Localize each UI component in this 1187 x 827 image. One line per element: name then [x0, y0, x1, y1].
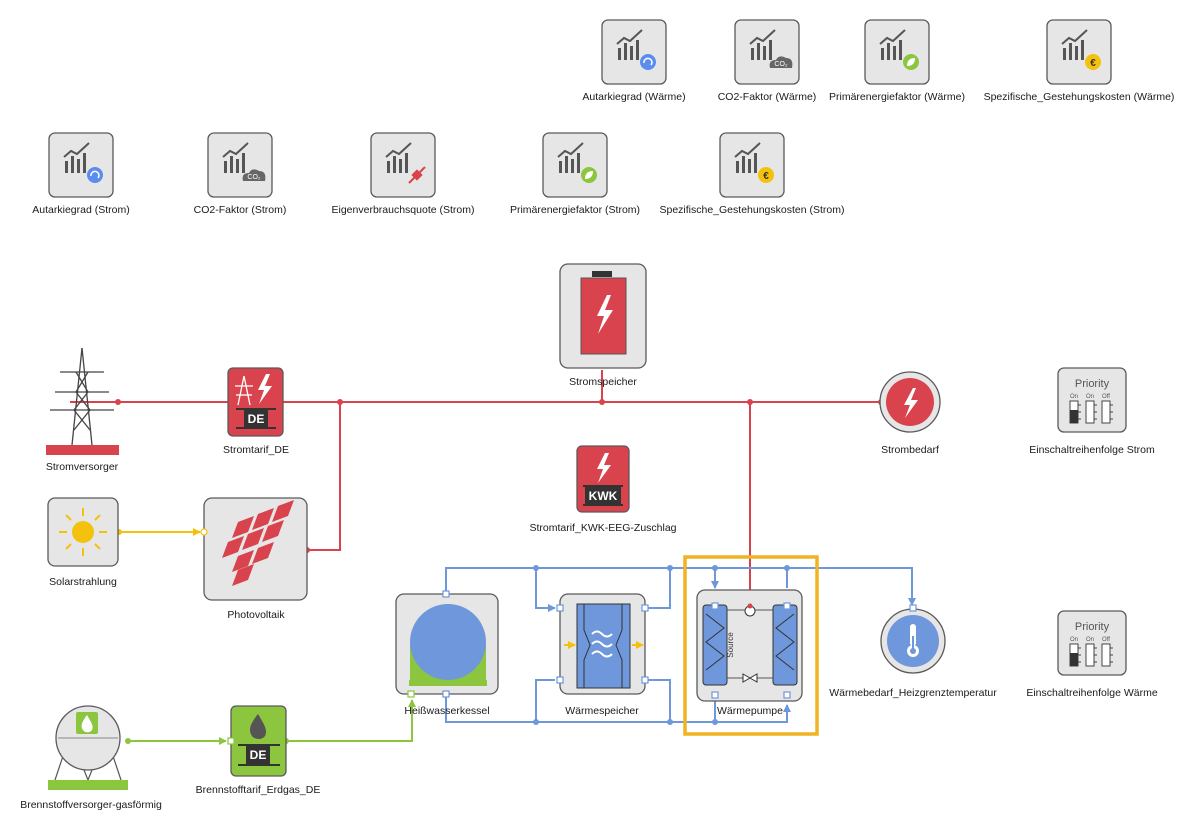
kpi_heat-kpi-1[interactable]: CO₂ CO2-Faktor (Wärme) — [718, 19, 817, 103]
priority-switch — [1101, 400, 1111, 424]
stromspeicher-label: Stromspeicher — [569, 376, 637, 388]
kpi-label: Spezifische_Gestehungskosten (Strom) — [659, 204, 844, 216]
kpi-label: Spezifische_Gestehungskosten (Wärme) — [984, 91, 1175, 103]
kpi-heat-row: Autarkiegrad (Wärme) CO₂ CO2-Faktor (Wärme… — [582, 19, 1175, 103]
heisswasserkessel-label: Heißwasserkessel — [404, 705, 489, 717]
priority-switch — [1101, 643, 1111, 667]
expansion-valve-icon — [742, 673, 758, 683]
node-stromversorger[interactable]: Stromversorger — [46, 347, 119, 473]
node-solarstrahlung[interactable]: Solarstrahlung — [47, 497, 119, 588]
leaf-badge-icon — [581, 167, 597, 183]
kpi_heat-kpi-0[interactable]: Autarkiegrad (Wärme) — [582, 19, 686, 103]
photovoltaik-label: Photovoltaik — [227, 609, 285, 621]
autarky-badge-icon — [87, 167, 103, 183]
euro-badge-icon: € — [1085, 54, 1101, 70]
kpi-label: Autarkiegrad (Strom) — [32, 204, 129, 216]
euro-badge-label: € — [763, 171, 769, 182]
solar-link — [116, 528, 201, 536]
einschalt-waerme-label: Einschaltreihenfolge Wärme — [1026, 687, 1157, 699]
kpi_power-kpi-3[interactable]: Primärenergiefaktor (Strom) — [510, 132, 640, 216]
node-stromtarif[interactable]: DE Stromtarif_DE — [223, 367, 289, 456]
kpi-label: CO2-Faktor (Wärme) — [718, 91, 817, 103]
stromtarif-label: Stromtarif_DE — [223, 444, 289, 456]
kwk-label: Stromtarif_KWK-EEG-Zuschlag — [529, 522, 676, 534]
node-waermebedarf[interactable]: Wärmebedarf_Heizgrenztemperatur — [829, 604, 997, 699]
solarstrahlung-label: Solarstrahlung — [49, 576, 117, 588]
demand-lightning-icon — [904, 388, 918, 418]
heat-network — [445, 565, 916, 725]
kwk-lightning-icon — [597, 453, 611, 483]
kpi-label: CO2-Faktor (Strom) — [194, 204, 287, 216]
strombedarf-label: Strombedarf — [881, 444, 939, 456]
selection-highlight — [683, 555, 819, 736]
euro-badge-label: € — [1090, 58, 1096, 69]
co2-badge-label: CO₂ — [247, 174, 261, 181]
pylon-small-icon — [235, 375, 253, 406]
kpi_heat-kpi-2[interactable]: Primärenergiefaktor (Wärme) — [829, 19, 965, 103]
priority-state-label: Off — [1102, 394, 1110, 400]
priority-title: Priority — [1075, 621, 1110, 633]
co2-badge-icon: CO₂ — [769, 56, 793, 68]
kpi_power-kpi-4[interactable]: € Spezifische_Gestehungskosten (Strom) — [659, 132, 845, 216]
kpi-label: Primärenergiefaktor (Strom) — [510, 204, 640, 216]
priority-state-label: Off — [1102, 637, 1110, 643]
brennstofftarif-label: Brennstofftarif_Erdgas_DE — [196, 784, 321, 796]
lightning-icon — [258, 374, 272, 404]
co2-badge-label: CO₂ — [774, 61, 788, 68]
priority-state-label: On — [1086, 394, 1094, 400]
kpi_power-kpi-0[interactable]: Autarkiegrad (Strom) — [32, 132, 130, 216]
heat-wave-icon — [591, 630, 613, 658]
co2-badge-icon: CO₂ — [242, 169, 266, 181]
kwk-tag: KWK — [589, 489, 618, 503]
priority-switch — [1085, 643, 1095, 667]
solar-panel-icon — [222, 500, 294, 586]
leaf-badge-icon — [903, 54, 919, 70]
node-brennstofftarif[interactable]: DE Brennstofftarif_Erdgas_DE — [196, 705, 321, 796]
priority-state-label: On — [1086, 637, 1094, 643]
plug-badge-icon — [408, 166, 426, 184]
priority-switch — [1085, 400, 1095, 424]
kpi-label: Primärenergiefaktor (Wärme) — [829, 91, 965, 103]
node-stromspeicher[interactable]: Stromspeicher — [559, 263, 647, 388]
node-waermespeicher[interactable]: Wärmespeicher — [556, 593, 649, 717]
node-brennstoffversorger[interactable]: Brennstoffversorger-gasförmig — [20, 705, 162, 811]
fuel-flame-icon — [250, 714, 267, 739]
einschalt-strom-label: Einschaltreihenfolge Strom — [1029, 444, 1155, 456]
thermometer-icon — [907, 624, 919, 657]
sun-icon — [59, 508, 107, 556]
battery-lightning-icon — [597, 295, 613, 334]
priority-state-label: On — [1070, 637, 1078, 643]
kpi_power-kpi-1[interactable]: CO₂ CO2-Faktor (Strom) — [194, 132, 287, 216]
brennstoffversorger-label: Brennstoffversorger-gasförmig — [20, 799, 162, 811]
priority-state-label: On — [1070, 394, 1078, 400]
kpi_power-kpi-2[interactable]: Eigenverbrauchsquote (Strom) — [332, 132, 475, 216]
kpi-label: Autarkiegrad (Wärme) — [582, 91, 685, 103]
node-kwk[interactable]: KWK Stromtarif_KWK-EEG-Zuschlag — [529, 445, 677, 534]
waermebedarf-label: Wärmebedarf_Heizgrenztemperatur — [829, 687, 997, 699]
waermespeicher-label: Wärmespeicher — [565, 705, 639, 717]
power-pylon-icon — [50, 347, 114, 446]
source-tag: Source — [726, 632, 735, 658]
kpi-label: Eigenverbrauchsquote (Strom) — [332, 204, 475, 216]
waermepumpe-label: Wärmepumpe — [717, 705, 783, 717]
tariff-country-tag: DE — [248, 412, 265, 426]
flame-icon — [81, 715, 93, 733]
autarky-badge-icon — [640, 54, 656, 70]
kpi-power-row: Autarkiegrad (Strom) CO₂ CO2-Faktor (Strom… — [32, 132, 845, 216]
power-bus — [70, 370, 905, 610]
fuel-tariff-country-tag: DE — [250, 748, 267, 762]
kpi_heat-kpi-3[interactable]: € Spezifische_Gestehungskosten (Wärme) — [984, 19, 1175, 103]
node-photovoltaik[interactable]: Photovoltaik — [200, 497, 308, 621]
node-strombedarf[interactable]: Strombedarf — [879, 371, 941, 456]
node-heisswasserkessel[interactable]: Heißwasserkessel — [395, 590, 499, 717]
node-waermepumpe[interactable]: Source Wärmepumpe — [696, 589, 803, 717]
euro-badge-icon: € — [758, 167, 774, 183]
priority-title: Priority — [1075, 378, 1110, 390]
stromversorger-label: Stromversorger — [46, 461, 119, 473]
